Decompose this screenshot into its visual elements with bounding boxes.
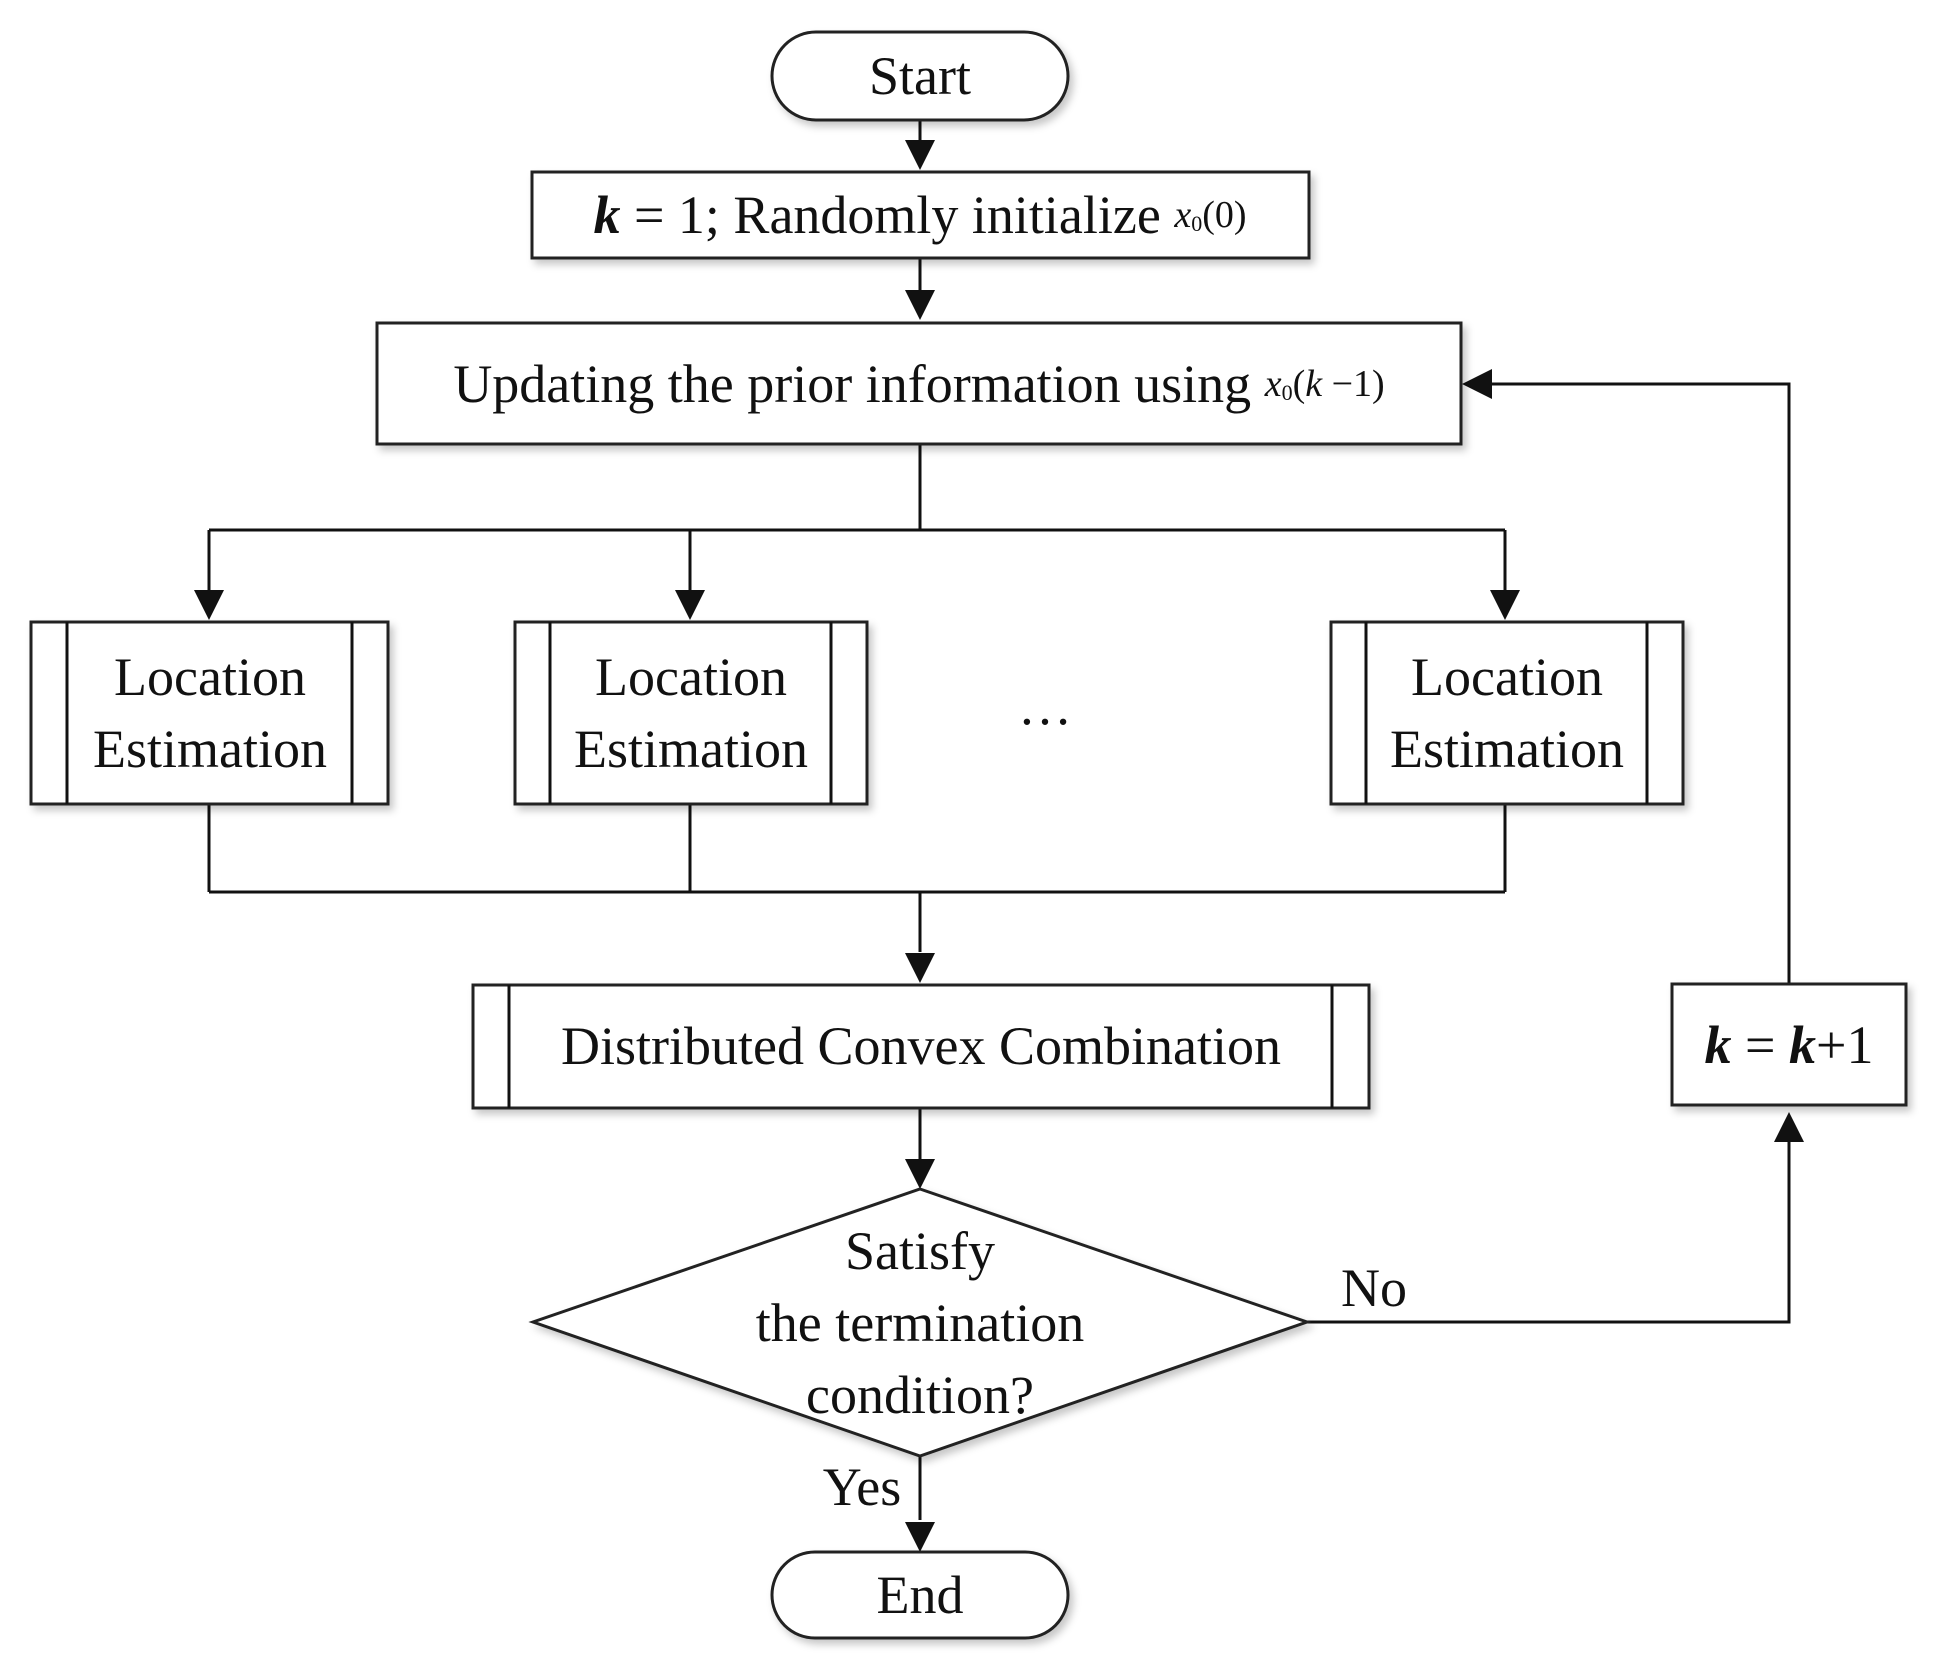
arrowhead-combine (905, 953, 935, 983)
update-math-var: x (1264, 363, 1282, 405)
increment-rest: +1 (1816, 1015, 1873, 1075)
increment-process: k = k+1 (1670, 982, 1908, 1107)
estimation-node-2: Location Estimation (513, 620, 869, 806)
arrowhead-decision (905, 1159, 935, 1189)
estimation-ellipsis: … (1018, 676, 1072, 736)
decision-line2: the termination (756, 1293, 1084, 1353)
init-process: k = 1; Randomly initialize x0(0) (530, 170, 1311, 260)
update-math-arg-var: k (1305, 363, 1323, 405)
update-text: Updating the prior information using (453, 354, 1264, 414)
estimation-2-line1: Location (595, 647, 787, 707)
estimation-3-line1: Location (1411, 647, 1603, 707)
estimation-node-1: Location Estimation (29, 620, 390, 806)
connector-decision-increment (1307, 1140, 1791, 1324)
arrowhead-est-1 (194, 590, 224, 620)
estimation-1-line1: Location (114, 647, 306, 707)
end-label: End (877, 1565, 964, 1625)
update-math-arg-rest: −1) (1322, 363, 1385, 405)
estimation-2-line2: Estimation (574, 719, 808, 779)
update-math-open: ( (1293, 363, 1306, 405)
no-label: No (1341, 1258, 1407, 1318)
combine-label: Distributed Convex Combination (561, 1016, 1281, 1076)
arrowhead-end (905, 1522, 935, 1552)
increment-var2: k (1789, 1015, 1816, 1075)
increment-var1: k (1705, 1015, 1732, 1075)
increment-eq: = (1732, 1015, 1789, 1075)
start-label: Start (869, 46, 971, 106)
estimation-1-line2: Estimation (93, 719, 327, 779)
arrowhead-init (905, 140, 935, 170)
arrowhead-est-2 (675, 590, 705, 620)
end-node: End (770, 1550, 1070, 1640)
init-var: k (593, 185, 620, 245)
estimation-node-3: Location Estimation (1329, 620, 1685, 806)
connectors (207, 120, 1791, 1520)
arrowhead-loop-update (1462, 369, 1492, 399)
init-math-arg: (0) (1202, 194, 1246, 236)
decision-node: Satisfy the termination condition? (528, 1187, 1312, 1458)
arrowhead-est-3 (1490, 590, 1520, 620)
start-node: Start (770, 30, 1070, 122)
arrowhead-increment (1774, 1112, 1804, 1142)
combine-process: Distributed Convex Combination (471, 983, 1371, 1110)
yes-label: Yes (823, 1457, 902, 1517)
init-math-sub: 0 (1191, 211, 1202, 236)
arrowhead-update (905, 290, 935, 320)
init-math-var: x (1173, 194, 1191, 236)
init-label: k = 1; Randomly initialize x0(0) (593, 185, 1246, 245)
update-math-sub: 0 (1282, 380, 1293, 405)
update-label: Updating the prior information using x0(… (453, 354, 1384, 414)
connector-increment-update (1490, 382, 1791, 984)
arrowheads (194, 140, 1804, 1552)
decision-line3: condition? (806, 1365, 1034, 1425)
estimation-3-line2: Estimation (1390, 719, 1624, 779)
update-process: Updating the prior information using x0(… (375, 321, 1463, 446)
decision-line1: Satisfy (845, 1221, 995, 1281)
init-text: = 1; Randomly initialize (620, 185, 1174, 245)
increment-label: k = k+1 (1705, 1015, 1874, 1075)
